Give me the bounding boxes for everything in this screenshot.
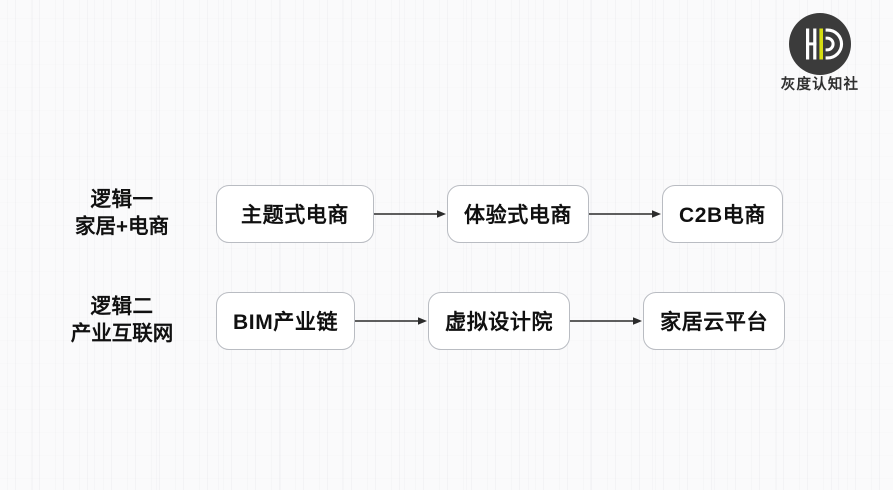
flow-node-home-cloud-platform[interactable]: 家居云平台 <box>643 292 786 350</box>
flow-row-logic-one: 逻辑一 家居+电商 主题式电商 体验式电商 C2B电商 <box>0 182 893 246</box>
flow-node-theme-ecommerce[interactable]: 主题式电商 <box>216 185 374 243</box>
flow-row-logic-two: 逻辑二 产业互联网 BIM产业链 虚拟设计院 家居云平台 <box>0 289 893 353</box>
flow-node-c2b-ecommerce[interactable]: C2B电商 <box>662 185 784 243</box>
arrow-right-icon <box>355 316 428 326</box>
flow-node-bim-industry-chain[interactable]: BIM产业链 <box>216 292 356 350</box>
arrow-right-icon <box>589 209 662 219</box>
logo-wordmark: 灰度认知社 <box>780 77 860 93</box>
brand-logo: 灰度认知社 <box>778 13 862 94</box>
flow-node-virtual-design-institute[interactable]: 虚拟设计院 <box>428 292 571 350</box>
row-label-line2: 家居+电商 <box>75 215 169 238</box>
row-label-line2: 产业互联网 <box>70 322 174 345</box>
flow-chain-logic-one: 主题式电商 体验式电商 C2B电商 <box>216 182 784 246</box>
row-label-line1: 逻辑一 <box>90 188 154 212</box>
flow-node-experience-ecommerce[interactable]: 体验式电商 <box>447 185 589 243</box>
row-label-line1: 逻辑二 <box>90 295 154 319</box>
flow-chain-logic-two: BIM产业链 虚拟设计院 家居云平台 <box>216 289 786 353</box>
row-label-logic-one: 逻辑一 家居+电商 <box>44 187 200 240</box>
row-label-logic-two: 逻辑二 产业互联网 <box>44 294 200 347</box>
logo-mark-icon <box>789 13 851 75</box>
arrow-right-icon <box>570 316 643 326</box>
arrow-right-icon <box>374 209 447 219</box>
